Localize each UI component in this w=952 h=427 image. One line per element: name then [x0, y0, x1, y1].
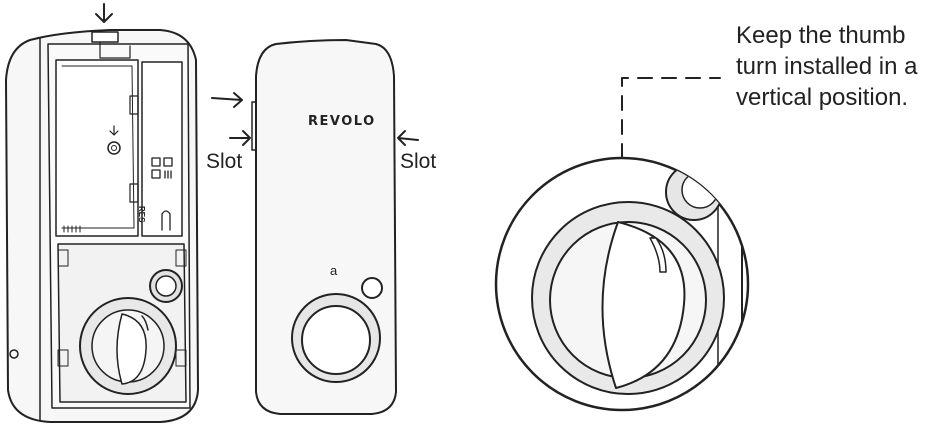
zoomed-thumb-turn	[494, 156, 750, 412]
note-line-1: Keep the thumb	[736, 22, 906, 49]
right-arrow-icon	[229, 130, 251, 146]
qr-code-icon	[151, 157, 173, 179]
lock-back-view	[5, 29, 199, 423]
cover-front-view	[251, 39, 397, 415]
slot-label-left: Slot	[206, 150, 243, 173]
note-line-2: turn installed in a	[736, 53, 918, 80]
note-line-3: vertical position.	[736, 84, 909, 111]
slot-label-right: Slot	[400, 150, 437, 173]
left-arrow-icon	[397, 130, 419, 146]
right-arrow-icon	[211, 92, 243, 108]
reset-pin-icon	[161, 210, 171, 231]
down-arrow-icon	[109, 125, 119, 136]
down-arrow-icon	[95, 3, 113, 23]
leader-line	[621, 77, 721, 159]
brand-logo: REVOLO	[308, 114, 376, 129]
reset-label: RES	[137, 206, 146, 223]
marker-a: a	[330, 263, 338, 278]
instruction-note: Keep the thumb turn installed in a verti…	[736, 20, 952, 113]
